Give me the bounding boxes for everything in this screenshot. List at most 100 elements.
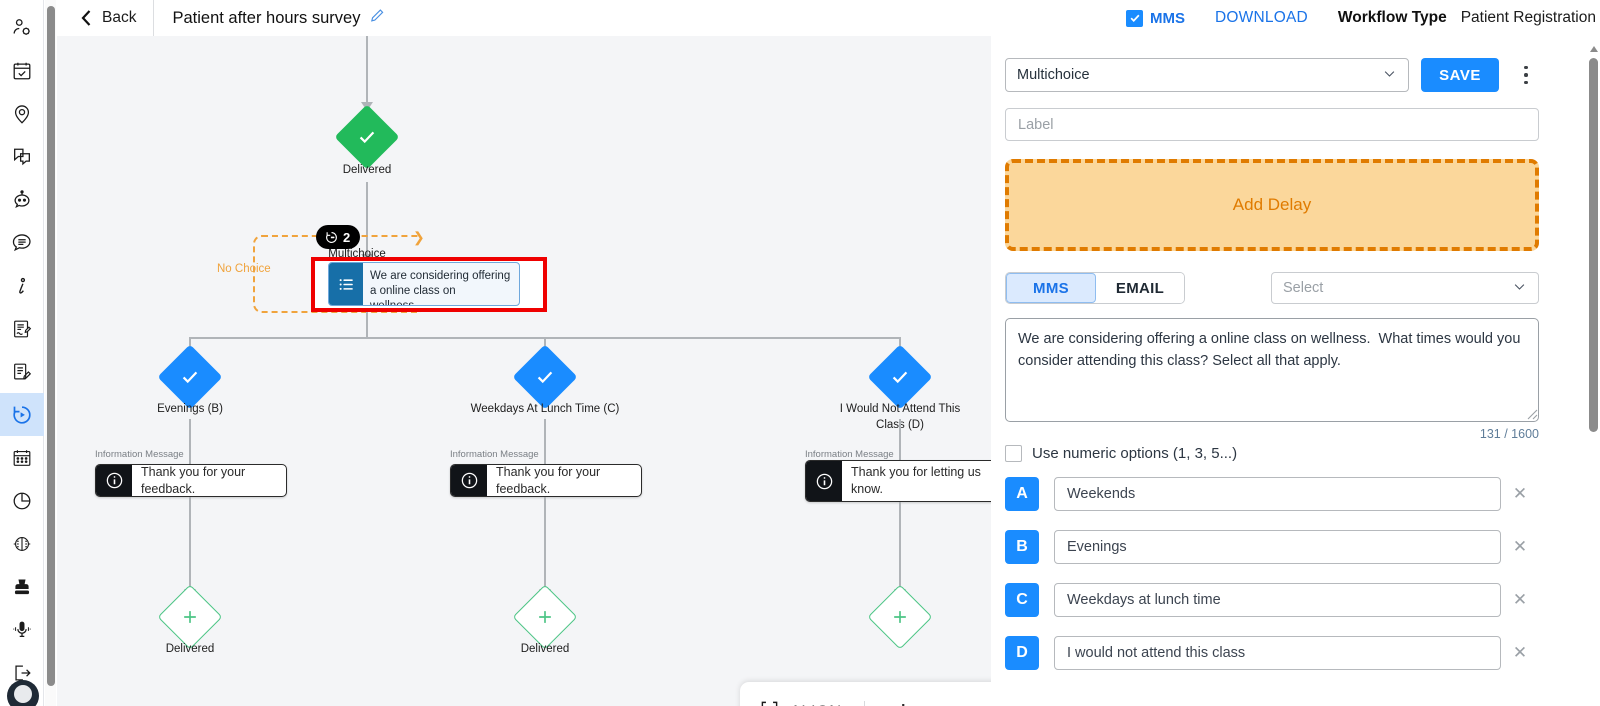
template-select-placeholder: Select <box>1283 280 1324 296</box>
document-edit-icon[interactable] <box>0 350 44 393</box>
edge-top-in <box>366 36 368 104</box>
check-icon <box>167 354 213 400</box>
tab-email[interactable]: EMAIL <box>1096 273 1184 303</box>
calendar-grid-icon[interactable] <box>0 436 44 479</box>
message-lines-icon[interactable] <box>0 221 44 264</box>
robot-icon[interactable] <box>0 178 44 221</box>
option-input-c[interactable]: Weekdays at lunch time <box>1054 583 1501 617</box>
message-textarea[interactable] <box>1005 318 1539 422</box>
label-input[interactable]: Label <box>1005 108 1539 141</box>
node-delivered-top[interactable] <box>334 104 400 170</box>
close-icon[interactable]: ✕ <box>1512 484 1528 503</box>
close-icon[interactable]: ✕ <box>1512 537 1528 556</box>
node-info-d[interactable]: Thank you for letting us know. <box>805 460 991 502</box>
chevron-down-icon <box>1382 66 1397 85</box>
plus-icon <box>522 594 568 640</box>
node-info-b[interactable]: Thank you for your feedback. <box>95 464 287 497</box>
download-button[interactable]: DOWNLOAD <box>1215 9 1308 26</box>
info-tag-c: Information Message <box>450 449 539 460</box>
channel-toggle: MMS EMAIL <box>1005 272 1185 304</box>
chevron-down-icon <box>1512 279 1527 298</box>
chat-bubbles-icon[interactable] <box>0 135 44 178</box>
node-delivered-c-caption: Delivered <box>520 643 570 655</box>
edge-c-to-info <box>544 419 546 473</box>
stamp-icon[interactable] <box>0 565 44 608</box>
calendar-check-icon[interactable] <box>0 49 44 92</box>
template-select[interactable]: Select <box>1271 272 1539 304</box>
edge-delivered-to-mc <box>366 182 368 260</box>
numeric-options-checkbox[interactable]: Use numeric options (1, 3, 5...) <box>1005 445 1237 462</box>
option-input-b[interactable]: Evenings <box>1054 530 1501 564</box>
rail-scrollbar[interactable] <box>45 0 56 706</box>
add-delay-button[interactable]: Add Delay <box>1005 159 1539 251</box>
option-input-a[interactable]: Weekends <box>1054 477 1501 511</box>
retry-badge[interactable]: 2 <box>316 225 361 249</box>
more-vertical-icon[interactable] <box>1513 58 1539 92</box>
toolbar-divider <box>863 701 865 706</box>
check-icon <box>522 354 568 400</box>
option-input-d[interactable]: I would not attend this class <box>1054 636 1501 670</box>
properties-panel: Multichoice SAVE Label Add Delay MMS EMA… <box>991 36 1600 706</box>
save-button[interactable]: SAVE <box>1421 58 1499 92</box>
checkbox-unchecked-icon <box>1005 445 1022 462</box>
close-icon[interactable]: ✕ <box>1512 590 1528 609</box>
option-badge-b: B <box>1005 530 1039 564</box>
align-label: ALIGN <box>790 703 842 706</box>
chevron-left-icon <box>81 10 91 26</box>
scroll-up-arrow-icon[interactable] <box>1590 46 1598 52</box>
avatar[interactable] <box>7 680 39 706</box>
workflow-canvas[interactable]: Delivered ❯ No Choice Multichoice We are… <box>57 36 991 706</box>
info-tag-b: Information Message <box>95 449 184 460</box>
microphone-icon[interactable] <box>0 608 44 651</box>
option-row-d: D I would not attend this class ✕ <box>1005 636 1539 670</box>
node-weekdays-c[interactable] <box>512 344 578 410</box>
node-delivered-b[interactable] <box>157 584 223 650</box>
zoom-out-button[interactable]: − <box>956 697 986 706</box>
node-evenings-b-caption: Evenings (B) <box>157 403 223 415</box>
node-type-select[interactable]: Multichoice <box>1005 58 1409 92</box>
tab-mms[interactable]: MMS <box>1006 273 1096 303</box>
ai-brain-icon[interactable] <box>0 522 44 565</box>
document-sign-icon[interactable] <box>0 307 44 350</box>
node-info-c[interactable]: Thank you for your feedback. <box>450 464 642 497</box>
workflow-type-value[interactable]: Patient Registration <box>1460 9 1596 26</box>
panel-scrollbar[interactable] <box>1587 36 1600 706</box>
back-button[interactable]: Back <box>57 0 155 36</box>
zoom-in-button[interactable]: + <box>889 697 919 706</box>
node-delivered-d[interactable] <box>867 584 933 650</box>
option-row-b: B Evenings ✕ <box>1005 530 1539 564</box>
close-icon[interactable]: ✕ <box>1512 643 1528 662</box>
option-badge-c: C <box>1005 583 1039 617</box>
panel-scrollbar-thumb[interactable] <box>1589 58 1598 432</box>
pencil-icon[interactable] <box>369 7 386 29</box>
logout-icon[interactable] <box>0 651 44 694</box>
node-weekdays-c-caption: Weekdays At Lunch Time (C) <box>470 403 620 415</box>
info-italic-icon[interactable] <box>0 264 44 307</box>
rail-scrollbar-thumb[interactable] <box>47 6 55 686</box>
textarea-resize-handle[interactable] <box>1525 407 1538 420</box>
node-multichoice-card[interactable]: We are considering offering a online cla… <box>328 262 520 306</box>
node-delivered-b-caption: Delivered <box>165 643 215 655</box>
pie-chart-icon[interactable] <box>0 479 44 522</box>
check-icon <box>877 354 923 400</box>
numeric-options-label: Use numeric options (1, 3, 5...) <box>1032 445 1238 462</box>
node-evenings-b[interactable] <box>157 344 223 410</box>
user-settings-icon[interactable] <box>0 6 44 49</box>
info-icon <box>451 465 487 496</box>
info-icon <box>96 465 132 496</box>
node-delivered-c[interactable] <box>512 584 578 650</box>
align-button[interactable]: ALIGN <box>760 700 842 706</box>
kebab-dot <box>1524 65 1528 70</box>
top-bar-actions: MMS DOWNLOAD Workflow Type Patient Regis… <box>1126 9 1600 27</box>
workflow-history-icon[interactable] <box>0 393 44 436</box>
no-choice-label: No Choice <box>217 263 271 275</box>
mms-checkbox[interactable]: MMS <box>1126 9 1185 27</box>
location-pin-icon[interactable] <box>0 92 44 135</box>
node-not-attend-d[interactable] <box>867 344 933 410</box>
list-icon <box>329 263 363 305</box>
character-counter: 131 / 1600 <box>1479 427 1539 441</box>
edge-infoc-to-delivered <box>544 497 546 594</box>
node-info-d-text: Thank you for letting us know. <box>851 465 981 496</box>
plus-icon <box>167 594 213 640</box>
